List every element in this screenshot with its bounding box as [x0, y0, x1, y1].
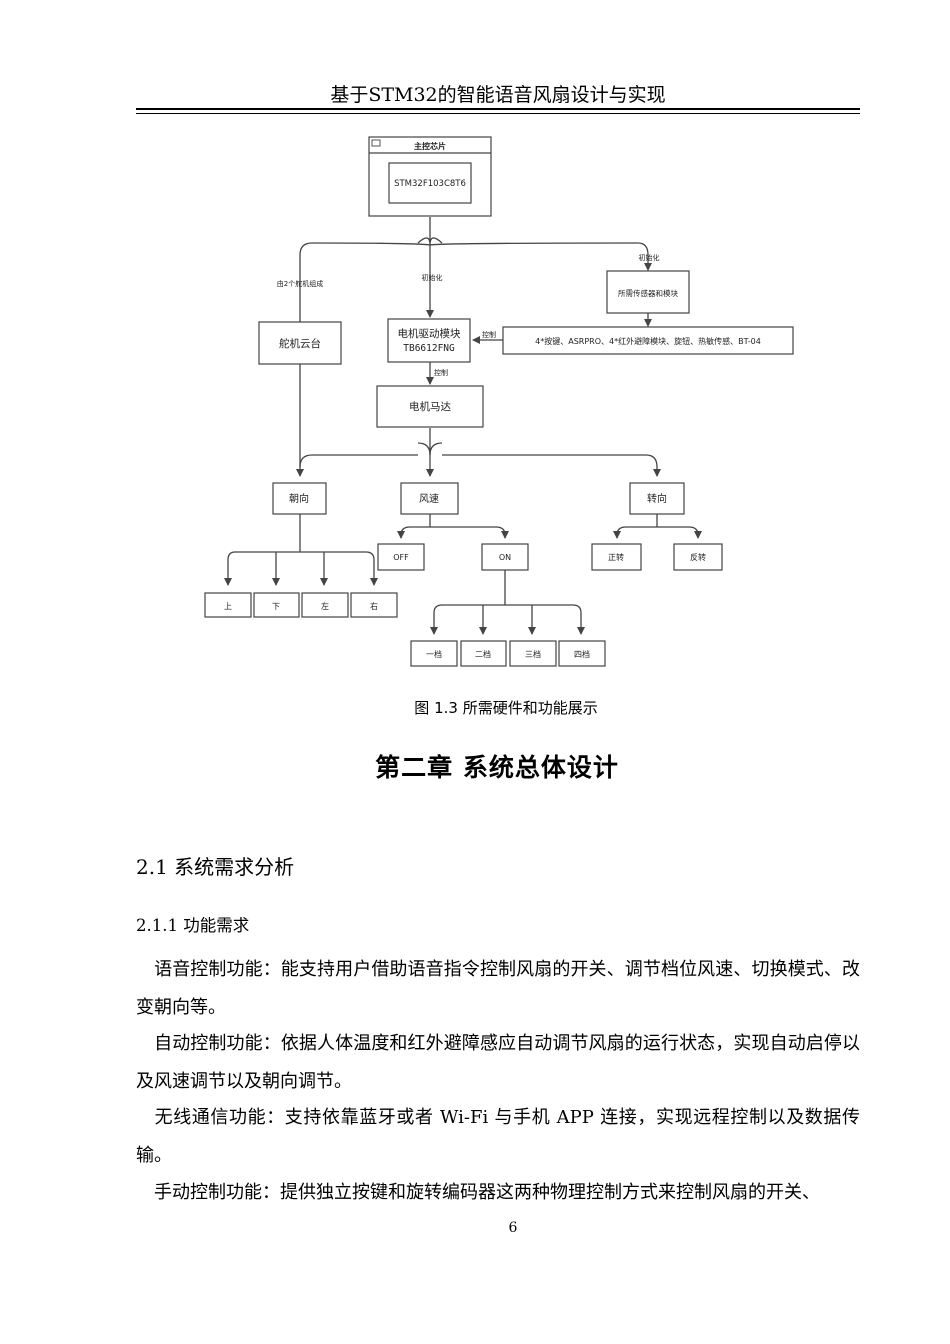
motor-driver-line1: 电机驱动模块 — [398, 327, 461, 340]
dir-down-node: 下 — [253, 592, 300, 618]
svg-text:正转: 正转 — [608, 552, 624, 562]
svg-text:一档: 一档 — [426, 649, 442, 659]
motor-node: 电机马达 — [376, 385, 484, 428]
wind-speed-node: 风速 — [400, 482, 459, 515]
section-heading: 2.1 系统需求分析 — [136, 855, 295, 879]
servo-gimbal-node: 舵机云台 — [258, 321, 342, 365]
paragraph-auto-control: 自动控制功能：依据人体温度和红外避障感应自动调节风扇的运行状态，实现自动启停以及… — [136, 1033, 860, 1092]
svg-text:转向: 转向 — [647, 492, 667, 505]
svg-text:电机马达: 电机马达 — [409, 400, 451, 413]
motor-driver-line2: TB6612FNG — [403, 343, 455, 354]
edge-label-control-sensors: 控制 — [482, 330, 496, 339]
motor-driver-node: 电机驱动模块 TB6612FNG — [387, 318, 471, 363]
paragraph-voice-control: 语音控制功能：能支持用户借助语音指令控制风扇的开关、调节档位风速、切换模式、改变… — [136, 959, 860, 1018]
svg-text:ON: ON — [499, 553, 511, 562]
svg-text:舵机云台: 舵机云台 — [279, 337, 321, 350]
diagram-connectors — [224, 217, 702, 635]
svg-text:风速: 风速 — [419, 493, 439, 505]
paragraph-wireless: 无线通信功能：支持依靠蓝牙或者 Wi-Fi 与手机 APP 连接，实现远程控制以… — [136, 1107, 860, 1166]
svg-text:4*按键、ASRPRO、4*红外避障模块、旋钮、热敏传感、B: 4*按键、ASRPRO、4*红外避障模块、旋钮、热敏传感、BT-04 — [535, 336, 761, 346]
chapter-title: 第二章 系统总体设计 — [375, 753, 619, 782]
sensor-list-node: 4*按键、ASRPRO、4*红外避障模块、旋钮、热敏传感、BT-04 — [502, 326, 794, 355]
edge-label-init-driver: 初始化 — [422, 273, 443, 282]
svg-text:四档: 四档 — [574, 649, 590, 659]
gear-2-node: 二档 — [460, 640, 507, 667]
gear-3-node: 三档 — [509, 640, 557, 667]
subsection-heading: 2.1.1 功能需求 — [136, 916, 250, 935]
svg-text:二档: 二档 — [475, 649, 491, 659]
svg-text:下: 下 — [272, 602, 280, 611]
edge-label-control-motor: 控制 — [434, 368, 448, 377]
dir-right-node: 右 — [350, 592, 398, 618]
master-chip-title: 主控芯片 — [414, 141, 446, 151]
svg-text:朝向: 朝向 — [289, 492, 309, 505]
hardware-function-diagram: 主控芯片 STM32F103C8T6 由2个舵机组成 初始化 初始化 控制 控制… — [204, 136, 794, 667]
svg-text:上: 上 — [224, 602, 232, 611]
svg-text:三档: 三档 — [525, 649, 541, 659]
gear-4-node: 四档 — [558, 640, 606, 667]
dir-up-node: 上 — [204, 592, 252, 618]
sensors-node: 所需传感器和模块 — [606, 270, 690, 314]
rot-reverse-node: 反转 — [673, 543, 723, 571]
paragraph-manual-control: 手动控制功能：提供独立按键和旋转编码器这两种物理控制方式来控制风扇的开关、 — [154, 1182, 820, 1203]
running-header: 基于STM32的智能语音风扇设计与实现 — [330, 84, 666, 106]
rotation-node: 转向 — [629, 482, 685, 515]
svg-text:OFF: OFF — [393, 553, 409, 562]
svg-text:右: 右 — [370, 601, 378, 611]
svg-text:所需传感器和模块: 所需传感器和模块 — [618, 288, 678, 298]
speed-on-node: ON — [481, 543, 529, 571]
master-chip-model: STM32F103C8T6 — [394, 179, 466, 189]
edge-label-init-sensors: 初始化 — [639, 253, 660, 262]
gear-1-node: 一档 — [410, 640, 458, 667]
dir-left-node: 左 — [301, 592, 349, 618]
speed-off-node: OFF — [377, 543, 425, 571]
header-rule-thin — [136, 113, 860, 114]
rot-forward-node: 正转 — [591, 543, 642, 571]
master-chip-node: 主控芯片 STM32F103C8T6 — [368, 136, 492, 217]
page-number: 6 — [508, 1220, 518, 1236]
svg-text:反转: 反转 — [690, 552, 706, 562]
direction-node: 朝向 — [272, 482, 327, 515]
header-rule-thick — [136, 108, 860, 110]
svg-text:左: 左 — [321, 601, 329, 611]
figure-caption: 图 1.3 所需硬件和功能展示 — [414, 699, 598, 717]
edge-label-servo: 由2个舵机组成 — [277, 279, 323, 288]
